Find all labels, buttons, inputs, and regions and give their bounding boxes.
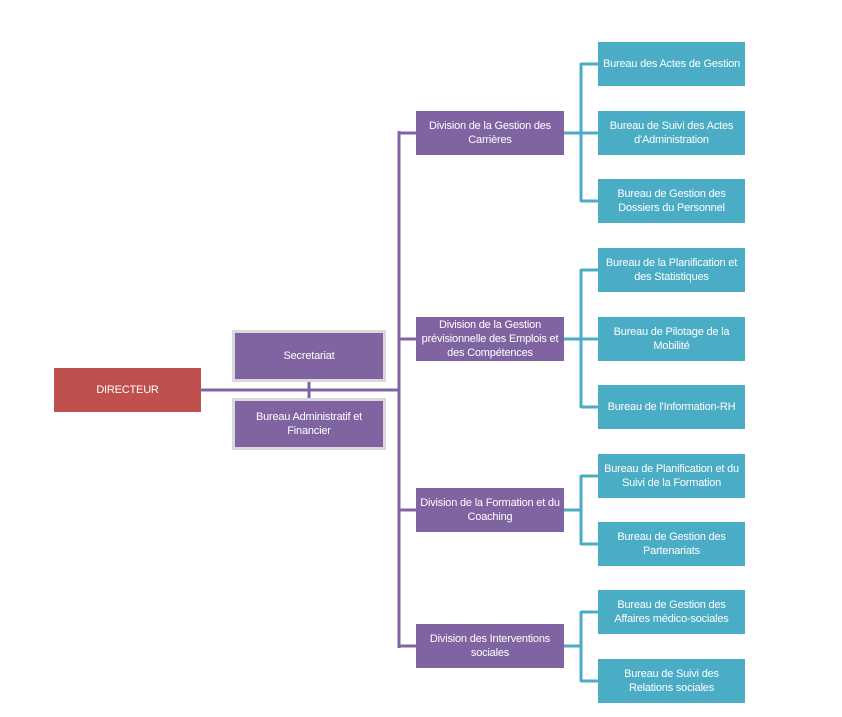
director-box[interactable]: DIRECTEUR bbox=[54, 368, 201, 412]
bureau-relations-sociales-label: Bureau de Suivi des Relations sociales bbox=[624, 668, 719, 694]
bureau-pilotage-mobilite-label: Bureau de Pilotage de la Mobilité bbox=[613, 326, 730, 352]
bureau-suivi-actes[interactable]: Bureau de Suivi des Actes d'Administrati… bbox=[598, 111, 745, 155]
division-gpec[interactable]: Division de la Gestion prévisionnelle de… bbox=[416, 317, 564, 361]
admin-finance-bureau-box[interactable]: Bureau Administratif et Financier bbox=[232, 398, 386, 450]
bureau-suivi-formation[interactable]: Bureau de Planification et du Suivi de l… bbox=[598, 454, 745, 498]
connector-group-division-2 bbox=[564, 268, 598, 409]
bureau-actes-gestion-label: Bureau des Actes de Gestion bbox=[602, 58, 741, 70]
division-social[interactable]: Division des Interventions sociales bbox=[416, 624, 564, 668]
bureau-information-rh[interactable]: Bureau de l'Information-RH bbox=[598, 385, 745, 429]
bureau-suivi-actes-label: Bureau de Suivi des Actes d'Administrati… bbox=[609, 120, 734, 146]
division-careers-label: Division de la Gestion des Carrières bbox=[429, 120, 551, 146]
division-gpec-label: Division de la Gestion prévisionnelle de… bbox=[421, 319, 559, 359]
bureau-partenariats-label: Bureau de Gestion des Partenariats bbox=[617, 531, 726, 557]
division-training[interactable]: Division de la Formation et du Coaching bbox=[416, 488, 564, 532]
division-training-label: Division de la Formation et du Coaching bbox=[420, 497, 560, 523]
bureau-partenariats[interactable]: Bureau de Gestion des Partenariats bbox=[598, 522, 745, 566]
bureau-information-rh-label: Bureau de l'Information-RH bbox=[607, 401, 736, 413]
bureau-affaires-medico-sociales[interactable]: Bureau de Gestion des Affaires médico-so… bbox=[598, 590, 745, 634]
bureau-dossiers-personnel-label: Bureau de Gestion des Dossiers du Person… bbox=[617, 188, 726, 214]
admin-finance-bureau-label: Bureau Administratif et Financier bbox=[255, 411, 363, 437]
bureau-planification-statistiques-label: Bureau de la Planification et des Statis… bbox=[605, 257, 738, 283]
bureau-pilotage-mobilite[interactable]: Bureau de Pilotage de la Mobilité bbox=[598, 317, 745, 361]
bureau-relations-sociales[interactable]: Bureau de Suivi des Relations sociales bbox=[598, 659, 745, 703]
bureau-planification-statistiques[interactable]: Bureau de la Planification et des Statis… bbox=[598, 248, 745, 292]
bureau-actes-gestion[interactable]: Bureau des Actes de Gestion bbox=[598, 42, 745, 86]
bureau-dossiers-personnel[interactable]: Bureau de Gestion des Dossiers du Person… bbox=[598, 179, 745, 223]
division-social-label: Division des Interventions sociales bbox=[429, 633, 551, 659]
connector-group-division-4 bbox=[564, 610, 598, 683]
secretariat-label: Secretariat bbox=[283, 350, 335, 362]
division-careers[interactable]: Division de la Gestion des Carrières bbox=[416, 111, 564, 155]
director-label: DIRECTEUR bbox=[96, 384, 159, 396]
bureau-affaires-medico-sociales-label: Bureau de Gestion des Affaires médico-so… bbox=[614, 599, 729, 625]
bureau-suivi-formation-label: Bureau de Planification et du Suivi de l… bbox=[604, 463, 739, 489]
secretariat-box[interactable]: Secretariat bbox=[232, 330, 386, 382]
connector-group-division-3 bbox=[564, 474, 598, 546]
connector-group-division-1 bbox=[564, 62, 598, 203]
